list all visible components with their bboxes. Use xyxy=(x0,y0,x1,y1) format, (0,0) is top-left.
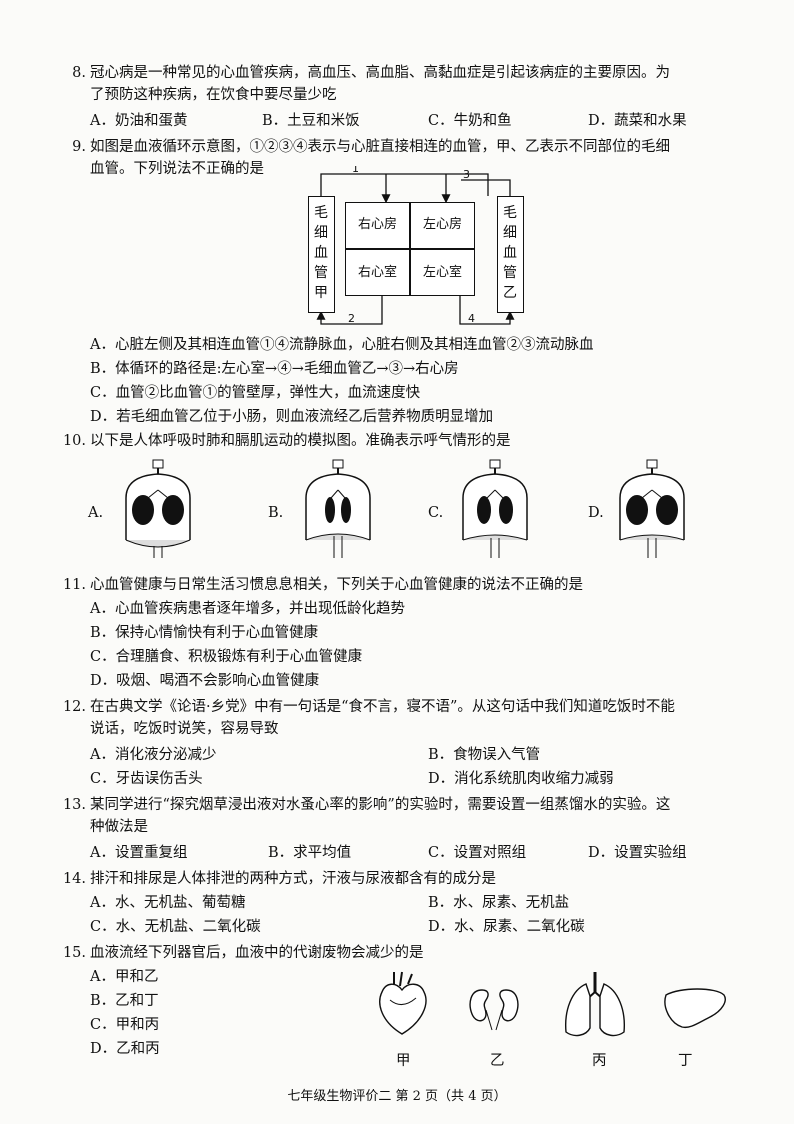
option-b: B．土豆和米饭 xyxy=(262,113,360,129)
question-number: 12. xyxy=(62,699,86,715)
bell-jar-c-icon xyxy=(462,459,528,558)
question-text: 在古典文学《论语·乡党》中有一句话是“食不言，寝不语”。从这句话中我们知道吃饭时… xyxy=(90,699,675,715)
question-number: 13. xyxy=(62,797,86,813)
bell-jar-row: A. B. C. D. xyxy=(0,456,794,566)
option-c: C．甲和丙 xyxy=(90,1017,160,1033)
bell-jar-a-icon xyxy=(125,459,191,558)
option-c: C．牛奶和鱼 xyxy=(428,113,512,129)
question-text-cont: 说话，吃饭时说笑，容易导致 xyxy=(90,721,279,737)
capillary-yi-box: 毛细血管乙 xyxy=(497,196,524,313)
option-d: D．蔬菜和水果 xyxy=(588,113,687,129)
option-c: C．设置对照组 xyxy=(428,845,527,861)
question-text: 以下是人体呼吸时肺和膈肌运动的模拟图。准确表示呼气情形的是 xyxy=(90,433,511,449)
capillary-jia-label: 毛细血管甲 xyxy=(314,205,328,301)
question-number: 14. xyxy=(62,871,86,887)
question-9: 9.如图是血液循环示意图，①②③④表示与心脏直接相连的血管，甲、乙表示不同部位的… xyxy=(60,136,740,180)
question-number: 10. xyxy=(62,433,86,449)
option-a: A．心脏左侧及其相连血管①④流静脉血，心脏右侧及其相连血管②③流动脉血 xyxy=(90,337,594,353)
vessel-label-2: 2 xyxy=(348,312,355,325)
question-13: 13.某同学进行“探究烟草浸出液对水蚤心率的影响”的实验时，需要设置一组蒸馏水的… xyxy=(60,794,740,838)
option-d: D．乙和丙 xyxy=(90,1041,160,1057)
organ-label-jia: 甲 xyxy=(396,1053,411,1069)
heart-box: 右心房 左心房 右心室 左心室 xyxy=(345,202,475,296)
option-b: B．食物误入气管 xyxy=(428,747,541,763)
option-d: D．水、尿素、二氧化碳 xyxy=(428,919,585,935)
option-a: A．水、无机盐、葡萄糖 xyxy=(90,895,246,911)
liver-icon xyxy=(664,988,726,1029)
option-d: D．设置实验组 xyxy=(588,845,687,861)
question-8: 8.冠心病是一种常见的心血管疾病，高血压、高血脂、高黏血症是引起该病症的主要原因… xyxy=(60,62,740,106)
option-a: A．设置重复组 xyxy=(90,845,188,861)
right-ventricle: 右心室 xyxy=(357,265,397,280)
option-c: C．合理膳食、积极锻炼有利于心血管健康 xyxy=(90,649,363,665)
option-d: D．消化系统肌肉收缩力减弱 xyxy=(428,771,614,787)
capillary-yi-label: 毛细血管乙 xyxy=(503,205,517,301)
capillary-jia-box: 毛细血管甲 xyxy=(308,196,335,313)
circulation-diagram: 1 2 3 4 毛细血管甲 毛细血管乙 右心房 左心房 右心室 左心室 xyxy=(300,166,530,331)
question-12: 12.在古典文学《论语·乡党》中有一句话是“食不言，寝不语”。从这句话中我们知道… xyxy=(60,696,740,740)
option-d: D．若毛细血管乙位于小肠，则血液流经乙后营养物质明显增加 xyxy=(90,409,494,425)
question-10: 10.以下是人体呼吸时肺和膈肌运动的模拟图。准确表示呼气情形的是 xyxy=(60,430,740,452)
lungs-icon xyxy=(565,972,625,1037)
bell-jar-b-icon xyxy=(305,459,371,558)
bell-jar-d-icon xyxy=(619,459,685,558)
option-a-label: A. xyxy=(88,505,104,521)
option-b: B．求平均值 xyxy=(268,845,352,861)
vessel-label-1: 1 xyxy=(352,166,359,175)
vessel-lines: 1 2 3 4 xyxy=(316,166,515,325)
option-c: C．牙齿误伤舌头 xyxy=(90,771,203,787)
option-c: C．血管②比血管①的管壁厚，弹性大，血流速度快 xyxy=(90,385,421,401)
right-atrium: 右心房 xyxy=(357,217,397,232)
organ-label-bing: 丙 xyxy=(592,1053,607,1069)
question-text: 血液流经下列器官后，血液中的代谢废物会减少的是 xyxy=(90,945,424,961)
question-number: 8. xyxy=(72,65,86,81)
option-c: C．水、无机盐、二氧化碳 xyxy=(90,919,261,935)
question-text-cont: 了预防这种疾病，在饮食中要尽量少吃 xyxy=(90,87,337,103)
option-d-label: D. xyxy=(588,505,604,521)
question-text: 排汗和排尿是人体排泄的两种方式，汗液与尿液都含有的成分是 xyxy=(90,871,496,887)
organ-label-yi: 乙 xyxy=(490,1053,505,1069)
option-d: D．吸烟、喝酒不会影响心血管健康 xyxy=(90,673,320,689)
question-11: 11.心血管健康与日常生活习惯息息相关，下列关于心血管健康的说法不正确的是 xyxy=(60,574,740,596)
kidneys-icon xyxy=(469,989,519,1031)
question-14: 14.排汗和排尿是人体排泄的两种方式，汗液与尿液都含有的成分是 xyxy=(60,868,740,890)
question-text: 某同学进行“探究烟草浸出液对水蚤心率的影响”的实验时，需要设置一组蒸馏水的实验。… xyxy=(90,797,671,813)
question-text: 心血管健康与日常生活习惯息息相关，下列关于心血管健康的说法不正确的是 xyxy=(90,577,583,593)
heart-icon xyxy=(379,971,427,1035)
option-a: A．甲和乙 xyxy=(90,969,159,985)
question-text-cont: 血管。下列说法不正确的是 xyxy=(90,161,264,177)
option-b: B．保持心情愉快有利于心血管健康 xyxy=(90,625,319,641)
question-text-cont: 种做法是 xyxy=(90,819,148,835)
organ-label-ding: 丁 xyxy=(678,1053,693,1069)
question-15: 15.血液流经下列器官后，血液中的代谢废物会减少的是 xyxy=(60,942,740,964)
option-a: A．心血管疾病患者逐年增多，并出现低龄化趋势 xyxy=(90,601,405,617)
vessel-label-3: 3 xyxy=(463,168,470,181)
option-b: B．乙和丁 xyxy=(90,993,159,1009)
question-number: 15. xyxy=(62,945,86,961)
question-text: 冠心病是一种常见的心血管疾病，高血压、高血脂、高黏血症是引起该病症的主要原因。为 xyxy=(90,65,670,81)
page-footer: 七年级生物评价二 第 2 页（共 4 页） xyxy=(287,1089,507,1104)
question-text: 如图是血液循环示意图，①②③④表示与心脏直接相连的血管，甲、乙表示不同部位的毛细 xyxy=(90,139,670,155)
option-b: B．体循环的路径是:左心室→④→毛细血管乙→③→右心房 xyxy=(90,361,459,377)
left-ventricle: 左心室 xyxy=(422,265,462,280)
left-atrium: 左心房 xyxy=(422,217,462,232)
option-a: A．消化液分泌减少 xyxy=(90,747,217,763)
question-number: 9. xyxy=(72,139,86,155)
option-a: A．奶油和蛋黄 xyxy=(90,113,188,129)
vessel-label-4: 4 xyxy=(468,312,475,325)
option-b: B．水、尿素、无机盐 xyxy=(428,895,570,911)
option-b-label: B. xyxy=(268,505,284,521)
question-number: 11. xyxy=(62,577,86,593)
option-c-label: C. xyxy=(428,505,444,521)
